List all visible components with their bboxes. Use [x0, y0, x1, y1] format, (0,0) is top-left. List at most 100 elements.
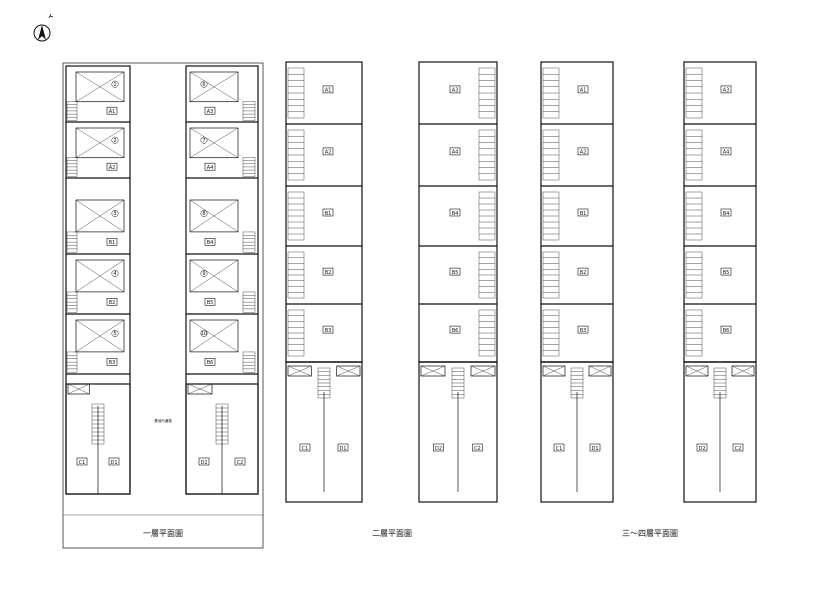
lot-number: 7 — [200, 136, 208, 144]
void-cross — [588, 365, 612, 377]
svg-text:3: 3 — [113, 211, 116, 217]
svg-text:9: 9 — [202, 271, 205, 277]
stair-icon — [66, 231, 78, 253]
stair-icon — [66, 101, 78, 121]
center-drive-label: 基地內通路 — [154, 418, 172, 423]
unit-tag: B4 — [204, 238, 216, 246]
shop-tag: D1 — [337, 443, 349, 452]
north-arrow-icon — [33, 13, 54, 42]
stair-icon — [66, 351, 78, 373]
upper-floor-caption: 三～四層平面圖 — [622, 529, 678, 538]
unit-tag: B4 — [449, 208, 461, 217]
svg-text:C1: C1 — [79, 460, 86, 466]
stair-icon — [685, 309, 703, 357]
unit-tag: B3 — [577, 325, 589, 334]
shop-tag: D1 — [589, 443, 601, 452]
stair-icon — [542, 251, 560, 299]
svg-text:5: 5 — [113, 331, 116, 337]
unit-tag: B6 — [449, 325, 461, 334]
unit-tag: B2 — [322, 267, 334, 276]
unit-tag: A2 — [106, 162, 118, 171]
unit-tag: B1 — [577, 208, 589, 217]
stair-icon — [91, 403, 105, 445]
shop-tag: C1 — [553, 443, 565, 452]
stair-icon — [215, 403, 229, 445]
void-cross — [187, 383, 213, 395]
svg-text:B2: B2 — [580, 270, 587, 276]
svg-text:B3: B3 — [580, 328, 587, 334]
second-floor-caption: 二層平面圖 — [372, 529, 412, 538]
stair-icon — [242, 291, 256, 313]
svg-text:A2: A2 — [109, 165, 116, 171]
svg-text:C2: C2 — [237, 460, 244, 466]
lot-number: 1 — [111, 80, 119, 88]
svg-text:D1: D1 — [110, 460, 117, 466]
svg-text:10: 10 — [201, 331, 207, 337]
unit-tag: A1 — [577, 85, 589, 94]
void-cross — [75, 71, 125, 103]
shop-tag: C2 — [732, 443, 744, 452]
svg-text:D2: D2 — [200, 460, 207, 466]
void-cross — [189, 259, 239, 293]
void-cross — [731, 365, 755, 377]
svg-text:A2: A2 — [325, 150, 332, 156]
unit-tag: B5 — [449, 267, 461, 276]
stair-icon — [478, 67, 496, 119]
svg-text:A1: A1 — [109, 109, 116, 115]
lot-number: 5 — [111, 329, 119, 337]
unit-tag: A2 — [322, 147, 334, 156]
unit-tag: A3 — [204, 106, 216, 115]
void-cross — [685, 365, 709, 377]
svg-text:B3: B3 — [109, 360, 116, 366]
unit-tag: B6 — [720, 325, 732, 334]
svg-text:B5: B5 — [207, 300, 214, 306]
void-cross — [75, 319, 125, 353]
unit-tag: A4 — [449, 147, 461, 156]
unit-tag: A4 — [204, 162, 216, 171]
svg-text:A3: A3 — [723, 88, 730, 94]
svg-text:B1: B1 — [109, 240, 116, 246]
stair-icon — [542, 309, 560, 357]
unit-tag: B2 — [577, 267, 589, 276]
stair-icon — [287, 129, 305, 181]
stair-icon — [66, 291, 78, 313]
svg-text:B4: B4 — [207, 240, 214, 246]
svg-text:B1: B1 — [580, 211, 587, 217]
stair-icon — [287, 251, 305, 299]
stair-icon — [542, 67, 560, 119]
stair-icon — [570, 367, 584, 399]
void-cross — [75, 199, 125, 233]
unit-tag: A3 — [720, 85, 732, 94]
stair-icon — [451, 367, 465, 399]
unit-tag: A3 — [449, 85, 461, 94]
stair-icon — [242, 231, 256, 253]
shop-tag: C1 — [76, 457, 88, 466]
shop-tag: D2 — [433, 443, 444, 452]
stair-icon — [242, 101, 256, 121]
stair-icon — [287, 191, 305, 241]
stair-icon — [685, 251, 703, 299]
svg-text:2: 2 — [113, 138, 116, 144]
stair-icon — [287, 309, 305, 357]
unit-tag: A1 — [106, 106, 118, 115]
unit-tag: B2 — [106, 298, 118, 306]
svg-text:A1: A1 — [580, 88, 587, 94]
void-cross — [420, 365, 446, 377]
svg-text:A3: A3 — [207, 109, 214, 115]
stair-icon — [242, 351, 256, 373]
stair-icon — [713, 367, 727, 399]
stair-icon — [685, 129, 703, 181]
svg-text:C1: C1 — [556, 446, 563, 452]
shop-tag: D2 — [198, 457, 210, 466]
void-cross — [75, 259, 125, 293]
lot-number: 6 — [200, 80, 208, 88]
svg-text:B4: B4 — [452, 211, 459, 217]
svg-text:A1: A1 — [325, 88, 332, 94]
void-cross — [189, 127, 239, 159]
svg-text:B5: B5 — [452, 270, 459, 276]
svg-text:4: 4 — [113, 271, 116, 277]
